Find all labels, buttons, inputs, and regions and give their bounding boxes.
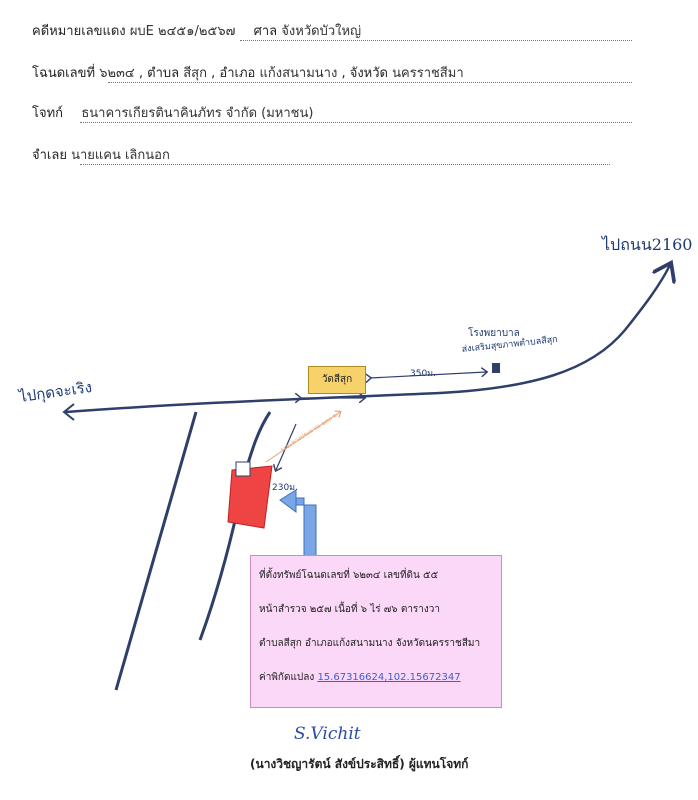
distance-230-arrow xyxy=(276,423,297,470)
subdistrict-name: สีสุก xyxy=(183,66,207,81)
plaintiff-label: โจทก์ xyxy=(32,106,64,121)
plaintiff-line: โจทก์ ธนาคารเกียรตินาคินภัทร จำกัด (มหาช… xyxy=(32,106,313,122)
landmark-temple: วัดสีสุก xyxy=(308,366,366,394)
case-number: ผบE ๒๔๕๑/๒๕๖๗ xyxy=(129,24,236,39)
signatory-name: (นางวิชญารัตน์ สังข์ประสิทธิ์) ผู้แทนโจท… xyxy=(250,757,469,771)
locator-arrow xyxy=(279,489,317,559)
deed-underline xyxy=(108,82,632,83)
defendant-line: จำเลย นายแคน เลิกนอก xyxy=(32,148,170,164)
plaintiff-name: ธนาคารเกียรตินาคินภัทร จำกัด (มหาชน) xyxy=(81,106,314,121)
info-line-3: ตำบลสีสุก อำเภอแก้งสนามนาง จังหวัดนครราช… xyxy=(259,638,481,649)
defendant-name: นายแคน เลิกนอก xyxy=(71,148,170,163)
subdistrict-label: , ตำบล xyxy=(138,66,180,81)
case-number-line: คดีหมายเลขแดง ผบE ๒๔๕๑/๒๕๖๗ ศาล จังหวัดบ… xyxy=(32,24,361,40)
direction-right-label: ไปถนน2160 xyxy=(600,235,692,254)
parcel-corner xyxy=(235,461,251,477)
hospital-marker xyxy=(492,363,500,373)
district-name: แก้งสนามนาง xyxy=(259,66,338,81)
property-info-box: ที่ตั้งทรัพย์โฉนดเลขที่ ๖๒๓๔ เลขที่ดิน ๕… xyxy=(250,555,502,708)
deed-label: โฉนดเลขที่ xyxy=(32,66,96,81)
side-road-left xyxy=(114,411,198,691)
case-underline xyxy=(240,40,632,41)
deed-line: โฉนดเลขที่ ๖๒๓๔ , ตำบล สีสุก , อำเภอ แก้… xyxy=(32,66,464,82)
distance-350-label: 350ม. xyxy=(410,369,436,379)
court-label: ศาล xyxy=(253,24,278,39)
defendant-label: จำเลย xyxy=(32,148,67,163)
main-road xyxy=(65,265,670,414)
court-name: จังหวัดบัวใหญ่ xyxy=(281,24,362,39)
distance-230-label: 230ม. xyxy=(272,483,298,493)
province-label: , จังหวัด xyxy=(341,66,388,81)
province-name: นครราชสีมา xyxy=(392,66,464,81)
diagonal-distance-arrow xyxy=(265,412,340,463)
deed-number: ๖๒๓๔ xyxy=(99,66,135,81)
coordinate-label: ค่าพิกัดแปลง xyxy=(259,672,315,683)
defendant-underline xyxy=(80,164,610,165)
plaintiff-underline xyxy=(80,122,632,123)
info-line-2: หน้าสำรวจ ๒๕๗ เนื้อที่ ๖ ไร่ ๗๖ ตารางวา xyxy=(259,604,441,615)
distance-350-arrow xyxy=(370,372,486,378)
district-label: , อำเภอ xyxy=(211,66,256,81)
property-parcel xyxy=(227,465,273,529)
case-label: คดีหมายเลขแดง xyxy=(32,24,126,39)
diagonal-note: ระยะทางประมาณ ๒๓๐ ม. xyxy=(279,411,340,454)
signature-mark: S.Vichit xyxy=(294,724,361,744)
direction-left-label: ไปกุดจะเริง xyxy=(17,378,93,407)
hospital-label-1: โรงพยาบาล xyxy=(468,326,520,339)
info-line-1: ที่ตั้งทรัพย์โฉนดเลขที่ ๖๒๓๔ เลขที่ดิน ๕… xyxy=(259,570,439,581)
left-road-arrowhead xyxy=(62,403,75,421)
info-coordinate-line: ค่าพิกัดแปลง 15.67316624,102.15672347 xyxy=(259,670,461,685)
coordinate-link[interactable]: 15.67316624,102.15672347 xyxy=(317,672,461,683)
